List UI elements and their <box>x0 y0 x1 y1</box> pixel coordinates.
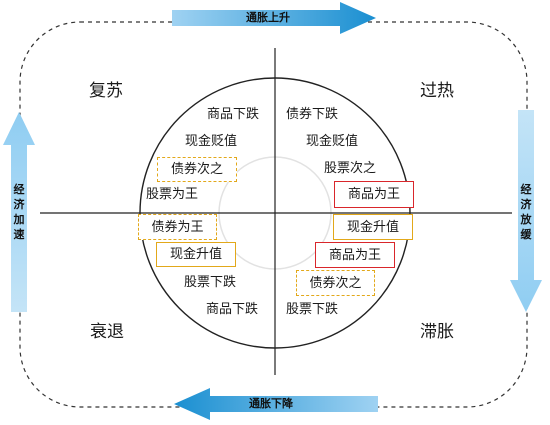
recession-stocks: 股票下跌 <box>184 275 237 290</box>
stagflation-bonds-box: 债券次之 <box>296 270 375 296</box>
overheat-bonds: 债券下跌 <box>286 107 339 122</box>
recovery-cash: 现金贬值 <box>185 134 238 149</box>
overheat-stocks: 股票次之 <box>324 161 377 176</box>
economy-accelerating-label: 经济加速 <box>13 183 25 241</box>
recovery-stocks: 股票为王 <box>146 187 199 202</box>
quadrant-overheat-title: 过热 <box>420 81 454 101</box>
stagflation-cash-box: 现金升值 <box>333 214 413 240</box>
recession-cash-box: 现金升值 <box>156 242 236 267</box>
recession-bonds-box: 债券为王 <box>138 214 217 240</box>
inflation-falling-label: 通胀下降 <box>249 397 293 410</box>
cycle-frame <box>19 21 528 408</box>
economy-slowing-label: 经济放缓 <box>520 183 532 241</box>
recovery-commodities: 商品下跌 <box>207 107 260 122</box>
recovery-bonds-box: 债券次之 <box>157 157 237 182</box>
stagflation-commodities-box: 商品为王 <box>315 242 395 268</box>
overheat-commodities-box: 商品为王 <box>334 181 414 208</box>
recession-commodities: 商品下跌 <box>206 302 259 317</box>
inflation-falling-arrow <box>174 388 378 420</box>
overheat-cash: 现金贬值 <box>306 134 359 149</box>
quadrant-stagflation-title: 滞胀 <box>420 322 454 342</box>
economy-slowing-arrow <box>510 110 542 312</box>
inflation-rising-arrow <box>172 2 376 34</box>
quadrant-recovery-title: 复苏 <box>89 81 123 101</box>
economy-accelerating-arrow <box>3 112 35 312</box>
quadrant-recession-title: 衰退 <box>90 322 124 342</box>
stagflation-stocks: 股票下跌 <box>286 302 339 317</box>
inflation-rising-label: 通胀上升 <box>246 11 290 24</box>
